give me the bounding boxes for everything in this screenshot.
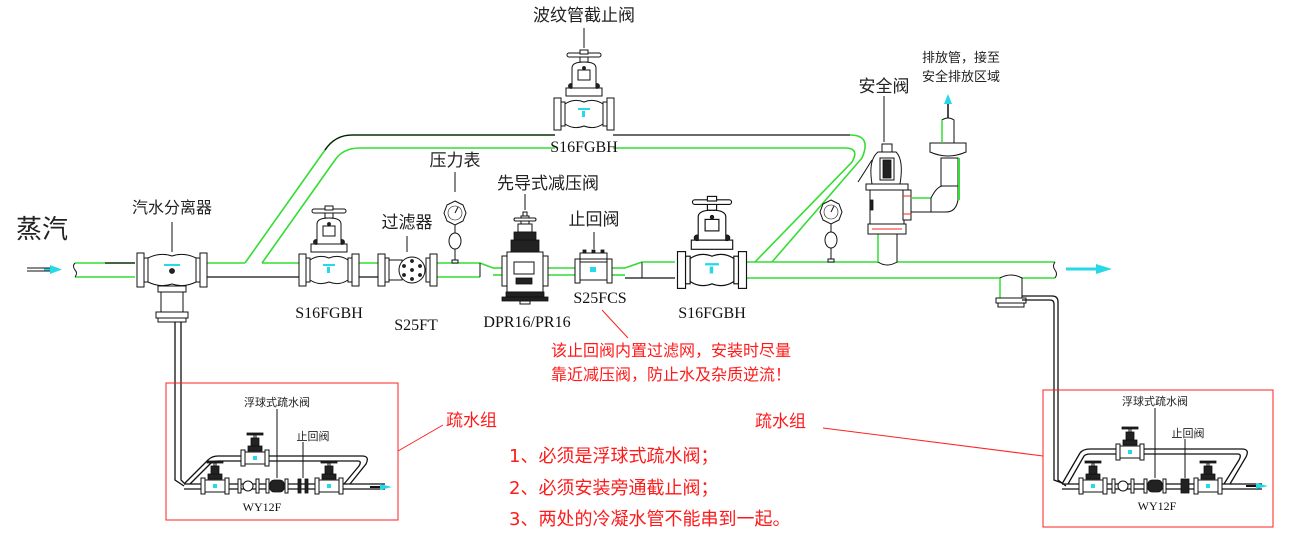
float-steam-trap[interactable] [1143,478,1167,494]
drain-group-label-right: 疏水组 [755,412,806,432]
strainer-label: 过滤器 [382,213,433,233]
upstream-pressure-gauge[interactable] [443,200,467,264]
drain-check-valve[interactable] [1180,478,1190,494]
drain-group-label-left: 疏水组 [446,411,497,431]
separator-label: 汽水分离器 [132,198,212,217]
bypass-valve-name: 波纹管截止阀 [533,6,635,26]
strainer[interactable] [377,253,438,287]
prv-label: 先导式减压阀 [497,174,599,194]
drain-group-left: 浮球式疏水阀 止回阀 WY12F [165,382,399,521]
drain-bypass-valve[interactable] [240,432,270,467]
inlet-flow-arrow [27,265,62,274]
drain-model-left: WY12F [243,500,282,514]
requirement-1: 1、必须是浮球式疏水阀； [509,446,718,467]
trap-label-left: 浮球式疏水阀 [244,395,310,409]
check-valve[interactable] [574,249,613,284]
outlet-globe-valve[interactable] [676,195,748,289]
drain-inlet-valve[interactable] [1078,460,1108,495]
pilot-operated-prv[interactable] [501,211,549,305]
inlet-steam-label: 蒸汽 [16,215,68,245]
discharge-arrow [944,94,952,118]
check-label-right: 止回阀 [1172,426,1205,440]
downstream-pressure-gauge[interactable] [819,199,843,263]
discharge-note-line1: 排放管，接至 [922,50,1000,66]
main-steam-pipe [73,261,1057,279]
float-steam-trap[interactable] [265,478,289,494]
steam-separator[interactable] [136,252,208,323]
bypass-valve-model: S16FGBH [550,139,618,156]
bypass-bellows-globe-valve[interactable] [553,49,615,131]
check-valve-label: 止回阀 [569,210,620,230]
safety-valve[interactable] [857,117,967,266]
safety-valve-label: 安全阀 [859,77,910,97]
drip-leg [995,274,1027,308]
check-valve-note-line2: 靠近减压阀，防止水及杂质逆流！ [551,365,791,384]
requirement-3: 3、两处的冷凝水管不能串到一起。 [509,509,790,530]
drain-strainer[interactable] [237,478,260,494]
drain-model-right: WY12F [1138,499,1177,513]
drain-inlet-valve[interactable] [200,460,230,495]
check-valve-model: S25FCS [573,290,626,307]
inlet-valve-model: S16FGBH [295,305,363,322]
trap-label-right: 浮球式疏水阀 [1122,394,1188,408]
drain-check-valve[interactable] [297,478,309,494]
pressure-gauge-label: 压力表 [430,151,481,171]
drain-strainer[interactable] [1111,478,1135,494]
discharge-note-line2: 安全排放区域 [922,69,1000,85]
drain-outlet-valve[interactable] [1193,460,1223,495]
requirement-2: 2、必须安装旁通截止阀； [509,478,718,499]
check-label-left: 止回阀 [297,429,330,443]
outlet-flow-arrow [1066,264,1112,274]
prv-model: DPR16/PR16 [483,314,570,331]
bypass-pipe [244,134,866,264]
drain-group-right: 浮球式疏水阀 止回阀 WY12F [1042,389,1274,528]
check-valve-note-line1: 该止回阀内置过滤网，安装时尽量 [551,341,791,360]
drain-bypass-valve[interactable] [1115,426,1145,461]
strainer-model: S25FT [394,317,438,334]
inlet-globe-valve[interactable] [298,205,360,287]
drain-outlet-valve[interactable] [314,460,344,495]
outlet-valve-model: S16FGBH [678,305,746,322]
